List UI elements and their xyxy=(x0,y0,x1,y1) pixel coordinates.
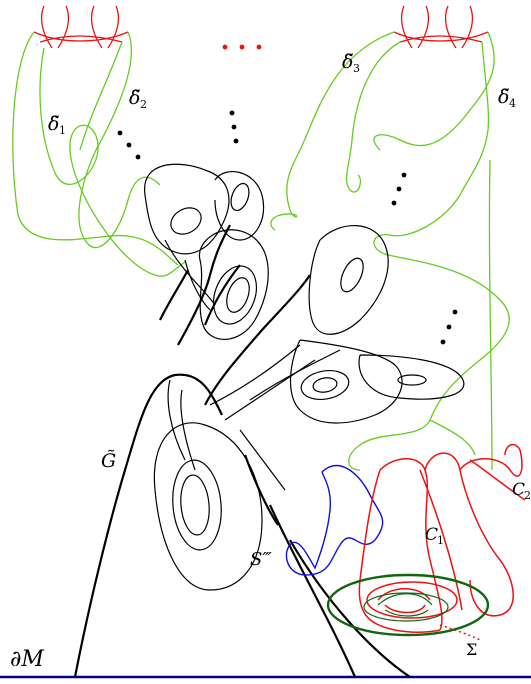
black-ellipsis-3 xyxy=(392,173,407,206)
core-curves xyxy=(75,225,410,677)
svg-text:δ̃: δ̃ xyxy=(342,51,353,73)
black-ellipsis-4 xyxy=(441,310,458,345)
svg-text:δ̃: δ̃ xyxy=(48,113,59,135)
svg-text:3: 3 xyxy=(353,62,360,75)
sigma-torus xyxy=(328,575,488,635)
black-ellipsis-2 xyxy=(230,111,239,144)
label-delta1: δ̃ 1 xyxy=(48,113,66,137)
svg-text:2: 2 xyxy=(524,489,531,502)
label-Sigma: Σ xyxy=(466,640,477,659)
red-clasp-left xyxy=(34,6,128,48)
label-delta2: δ̃ 2 xyxy=(129,87,147,111)
red-clasp-right xyxy=(394,6,488,48)
green-curves xyxy=(13,32,509,470)
label-S: S‴ xyxy=(250,549,272,570)
svg-text:δ̃: δ̃ xyxy=(129,87,140,109)
black-ellipsis-1 xyxy=(118,131,141,160)
svg-text:1: 1 xyxy=(59,124,66,137)
red-ellipsis xyxy=(223,45,262,50)
svg-text:δ̃: δ̃ xyxy=(498,86,509,108)
label-C2: C 2 xyxy=(512,480,531,502)
label-delta3: δ̃ 3 xyxy=(342,51,360,75)
label-boundary: ∂M xyxy=(10,647,44,672)
label-G: G̃ xyxy=(101,450,116,472)
label-delta4: δ̃ 4 xyxy=(498,86,516,110)
svg-text:1: 1 xyxy=(437,534,444,547)
svg-text:2: 2 xyxy=(140,98,147,111)
svg-text:4: 4 xyxy=(509,97,516,110)
